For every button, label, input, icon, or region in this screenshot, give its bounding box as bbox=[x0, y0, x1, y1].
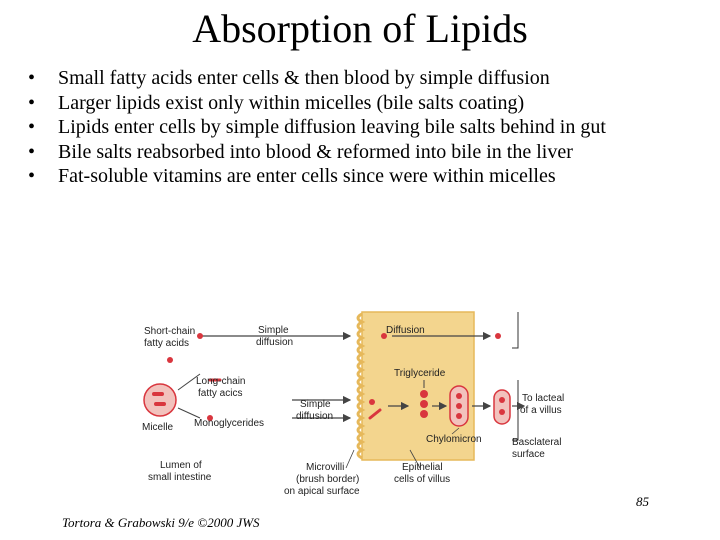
microvilli-border bbox=[356, 312, 366, 460]
fatty-acid-dot bbox=[167, 357, 173, 363]
label-long-chain-1: Long-chain bbox=[196, 376, 245, 387]
label-to-lacteal-1: To lacteal bbox=[522, 393, 564, 404]
micelle-lipid bbox=[154, 402, 166, 406]
bullet-dot: • bbox=[28, 165, 36, 187]
lipid-absorption-figure: Short-chain fatty acids Simple diffusion… bbox=[140, 300, 680, 500]
micelle-arrow bbox=[177, 373, 201, 391]
bullet-dot: • bbox=[28, 67, 36, 89]
label-simple-diffusion-top-2: diffusion bbox=[256, 337, 293, 348]
fatty-acid-dot bbox=[381, 333, 387, 339]
triglyceride-cluster bbox=[420, 390, 428, 418]
credit-line: Tortora & Grabowski 9/e ©2000 JWS bbox=[62, 515, 260, 530]
label-chylomicron: Chylomicron bbox=[426, 434, 482, 445]
label-to-lacteal-2: of a villus bbox=[520, 405, 562, 416]
bullet-dot: • bbox=[28, 140, 36, 163]
bullet-item: • Fat-soluble vitamins are enter cells si… bbox=[28, 164, 698, 189]
lipid-pill bbox=[368, 408, 382, 420]
micelle bbox=[143, 383, 177, 417]
micelle-lipid bbox=[152, 392, 164, 396]
bullet-text: Small fatty acids enter cells & then blo… bbox=[58, 67, 550, 89]
microvilli-pointer bbox=[345, 449, 355, 469]
bullet-dot: • bbox=[28, 91, 36, 114]
monoglyceride-dot bbox=[207, 415, 213, 421]
label-long-chain-2: fatty acics bbox=[198, 388, 242, 399]
bullet-item: • Bile salts reabsorbed into blood & refo… bbox=[28, 140, 698, 165]
label-basolateral-1: Basclateral bbox=[512, 437, 561, 448]
bullet-text: Larger lipids exist only within micelles… bbox=[58, 91, 525, 114]
label-simple-diffusion-mid-1: Simple bbox=[300, 399, 331, 410]
fatty-acid-dot bbox=[495, 333, 501, 339]
label-epithelial-1: Epithelial bbox=[402, 462, 443, 473]
bullet-item: • Small fatty acids enter cells & then bl… bbox=[28, 66, 698, 91]
bullet-list: • Small fatty acids enter cells & then bl… bbox=[28, 66, 698, 189]
label-short-chain-2: fatty acids bbox=[144, 338, 189, 349]
bullet-item: • Larger lipids exist only within micelle… bbox=[28, 91, 698, 116]
label-micelle: Micelle bbox=[142, 422, 174, 433]
label-lumen-2: small intestine bbox=[148, 472, 212, 483]
label-epithelial-2: cells of villus bbox=[394, 474, 450, 485]
epithelial-pointer bbox=[409, 449, 421, 469]
label-microvilli-1: Microvilli bbox=[306, 462, 344, 473]
label-lumen-1: Lumen of bbox=[160, 460, 202, 471]
label-short-chain-1: Short-chain bbox=[144, 326, 195, 337]
chylomicron-pointer bbox=[451, 427, 460, 435]
slide-title: Absorption of Lipids bbox=[192, 6, 528, 51]
chylomicron-core bbox=[456, 393, 462, 399]
label-microvilli-2: (brush border) bbox=[296, 474, 359, 485]
chylomicron-core bbox=[499, 397, 505, 403]
bullet-text: Lipids enter cells by simple diffusion l… bbox=[58, 116, 606, 138]
basolateral-bracket-lower bbox=[512, 380, 519, 441]
bullet-text: Fat-soluble vitamins are enter cells sin… bbox=[58, 165, 556, 187]
page-number: 85 bbox=[636, 494, 649, 509]
label-triglyceride: Triglyceride bbox=[394, 368, 446, 379]
chylomicron-core bbox=[456, 413, 462, 419]
label-simple-diffusion-mid-2: diffusion bbox=[296, 411, 333, 422]
label-monoglycerides: Monoglycerides bbox=[194, 418, 264, 429]
bullet-dot: • bbox=[28, 116, 36, 138]
bullet-text: Bile salts reabsorbed into blood & refor… bbox=[58, 140, 573, 163]
chylomicron-core bbox=[456, 403, 462, 409]
label-microvilli-3: on apical surface bbox=[284, 486, 360, 497]
figure-svg: Short-chain fatty acids Simple diffusion… bbox=[142, 311, 564, 497]
basolateral-bracket bbox=[512, 312, 519, 349]
label-basolateral-2: surface bbox=[512, 449, 545, 460]
bullet-item: • Lipids enter cells by simple diffusion … bbox=[28, 115, 698, 140]
chylomicron-core bbox=[499, 409, 505, 415]
chylomicron-exported bbox=[493, 389, 511, 425]
fatty-acid-dot bbox=[197, 333, 203, 339]
label-diffusion: Diffusion bbox=[386, 325, 425, 336]
micelle-arrow bbox=[177, 407, 201, 419]
fatty-acid-dot bbox=[369, 399, 375, 405]
label-simple-diffusion-top-1: Simple bbox=[258, 325, 289, 336]
